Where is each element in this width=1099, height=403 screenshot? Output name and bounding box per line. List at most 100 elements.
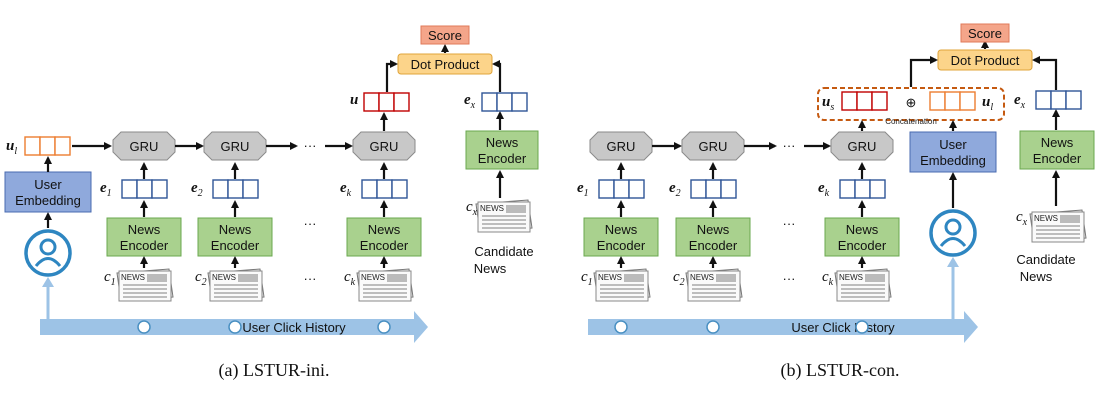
news-icon-2-masthead: NEWS: [212, 273, 236, 282]
news-encoder-box-1-line2: Encoder: [597, 238, 646, 253]
vector-e-3-cell: [854, 179, 871, 199]
gru-cell-2-shape: [681, 131, 745, 161]
concatenation-border: [817, 87, 1005, 121]
vector-e-1: [121, 179, 168, 199]
ellipsis-encoder: ···: [783, 216, 796, 231]
news-encoder-box-2-bg: [197, 217, 273, 257]
vector-ul-cell: [929, 91, 946, 111]
news-icon-3: NEWS: [356, 268, 414, 302]
user-click-history-arrow: User Click History: [588, 311, 978, 343]
news-icon-3-photo: [865, 274, 885, 282]
concat-plus-icon: ⊕: [906, 95, 917, 110]
gru-cell-1: GRU: [112, 131, 176, 161]
news-encoder-box-3-bg: [824, 217, 900, 257]
history-node-1: [614, 320, 628, 334]
gru-cell-2-label: GRU: [221, 139, 250, 154]
vector-ul-cell: [944, 91, 961, 111]
user-icon: [24, 229, 72, 277]
click-label-2: c2: [673, 269, 685, 288]
gru-cell-1-shape: [589, 131, 653, 161]
news-icon-2-masthead: NEWS: [690, 273, 714, 282]
candidate-news-label-1: Candidate: [1016, 252, 1075, 267]
ex-to-dot-arrow: [1032, 56, 1058, 90]
vector-ex-label: ex: [1014, 92, 1026, 111]
news-icon-1: NEWS: [593, 268, 651, 302]
ellipsis-clicks: ···: [783, 271, 796, 286]
candidate-news-encoder-box-line1: News: [486, 135, 519, 150]
concat-to-dot-arrow: [909, 56, 938, 87]
vector-ex-cell: [511, 92, 528, 112]
gru-cell-3-label: GRU: [848, 139, 877, 154]
concatenation-label: Concatenation: [885, 117, 937, 126]
user-icon-body: [939, 237, 967, 247]
click-label-2: c2: [195, 269, 207, 288]
candidate-news-icon: NEWS: [475, 199, 533, 233]
news-icon-3-photo: [387, 274, 407, 282]
vector-e-label-2: e2: [669, 180, 681, 199]
vector-ul-cell: [24, 136, 41, 156]
score-label: Score: [428, 28, 462, 43]
vector-e-1-cell: [598, 179, 615, 199]
user-embedding-box-line2: Embedding: [15, 193, 81, 208]
news-icon-2: NEWS: [207, 268, 265, 302]
user-icon-body: [34, 257, 62, 267]
vector-e-2: [212, 179, 259, 199]
vector-e-2: [690, 179, 737, 199]
user-embedding-box-bg: [909, 131, 997, 173]
score-bg: [420, 25, 470, 45]
user-icon-head: [39, 238, 57, 256]
vector-e-3-cell: [376, 179, 393, 199]
vector-e-2-cell: [690, 179, 707, 199]
vector-ul-label: ul: [982, 94, 993, 113]
history-node-3: [855, 320, 869, 334]
user-embedding-box-line2: Embedding: [920, 153, 986, 168]
vector-e-label-3: ek: [340, 180, 352, 199]
candidate-news-encoder-box-bg: [465, 130, 539, 170]
candidate-news-icon-photo: [506, 205, 526, 213]
vector-ul-label: ul: [6, 138, 17, 157]
news-encoder-box-1-line1: News: [128, 222, 161, 237]
vector-ex-label: ex: [464, 92, 476, 111]
vector-ex-cell: [496, 92, 513, 112]
news-icon-1-photo: [624, 274, 644, 282]
ex-to-dot-arrow: [492, 60, 502, 92]
candidate-news-encoder-box-bg: [1019, 130, 1095, 170]
vector-ex: [1035, 90, 1082, 110]
ellipsis-gru: ···: [783, 138, 796, 153]
vector-ex-cell: [1050, 90, 1067, 110]
user-embedding-box-line1: User: [939, 137, 967, 152]
vector-e-2-cell: [705, 179, 722, 199]
news-encoder-box-2-line1: News: [697, 222, 730, 237]
vector-us-cell: [871, 91, 888, 111]
vector-e-3-cell: [839, 179, 856, 199]
click-label-3: ck: [344, 269, 356, 288]
news-icon-1-masthead: NEWS: [598, 273, 622, 282]
candidate-news-label-2: News: [1020, 269, 1053, 284]
gru-cell-3-shape: [352, 131, 416, 161]
history-to-user-head: [42, 277, 54, 287]
gru-cell-2-label: GRU: [699, 139, 728, 154]
panel-lstur-con: User Click HistoryNEWSc1NewsEncodere1GRU…: [577, 23, 1095, 381]
candidate-click-label: cx: [1016, 209, 1028, 228]
vector-e-3-cell: [391, 179, 408, 199]
news-icon-3-masthead: NEWS: [361, 273, 385, 282]
panel-lstur-ini: User Click HistoryUserEmbeddingulNEWSc1N…: [4, 25, 539, 381]
click-label-1: c1: [104, 269, 116, 288]
vector-e-1-cell: [151, 179, 168, 199]
caption-a: (a) LSTUR-ini.: [219, 360, 330, 381]
gru-cell-2: GRU: [681, 131, 745, 161]
vector-us-cell: [841, 91, 858, 111]
user-click-history-arrow-shape: [588, 311, 978, 343]
news-encoder-box-1-bg: [106, 217, 182, 257]
vector-u-cell: [378, 92, 395, 112]
candidate-news-icon-masthead: NEWS: [480, 204, 504, 213]
history-node-1: [137, 320, 151, 334]
score-box: Score: [420, 25, 470, 45]
candidate-news-label-2: News: [474, 261, 507, 276]
news-encoder-box-2-line1: News: [219, 222, 252, 237]
news-icon-3-masthead: NEWS: [839, 273, 863, 282]
vector-us-cell: [856, 91, 873, 111]
